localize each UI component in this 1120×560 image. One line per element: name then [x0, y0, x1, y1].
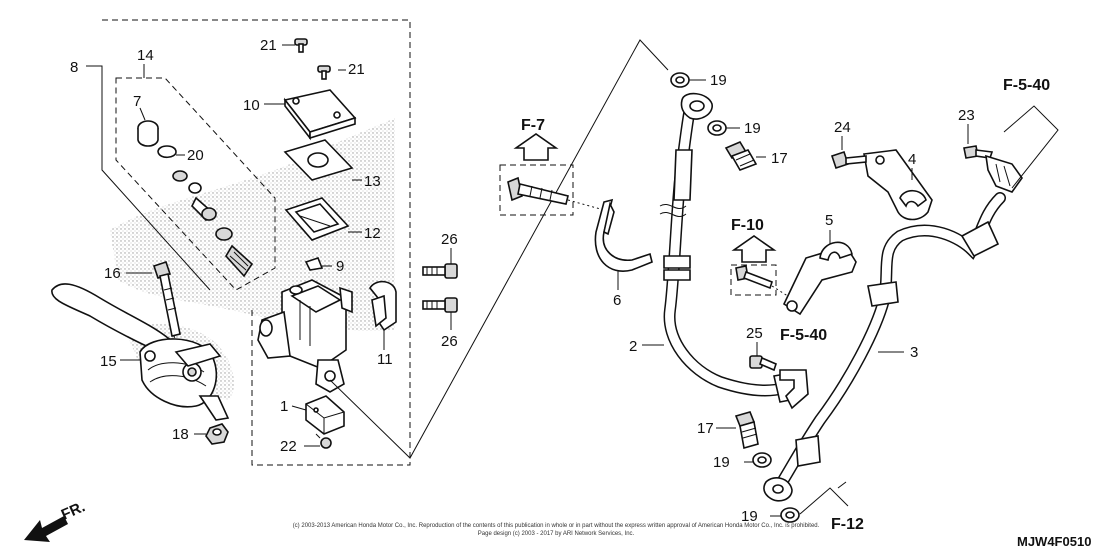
ref-arrow-f10	[731, 235, 777, 263]
callout-26-upper: 26	[441, 231, 458, 248]
callout-15: 15	[100, 353, 117, 370]
bolt-25	[749, 355, 777, 372]
bolt-f7	[507, 176, 569, 205]
ref-label-f540-top: F-5-40	[1003, 77, 1050, 94]
callout-4: 4	[908, 151, 916, 168]
callout-19-top: 19	[710, 72, 727, 89]
circlip-20	[157, 145, 177, 159]
ref-box-f10	[730, 264, 777, 296]
callout-5: 5	[825, 212, 833, 229]
nut-18	[205, 423, 229, 445]
leader-8	[86, 65, 211, 291]
pivot-bolt-16	[152, 260, 181, 337]
washer-19-bottom	[780, 507, 800, 523]
brake-lever-15	[51, 283, 230, 421]
banjo-bolt-17-upper	[724, 140, 758, 171]
float-9	[304, 257, 324, 271]
washer-19-third	[752, 452, 772, 468]
callout-11: 11	[377, 351, 393, 368]
callout-6: 6	[613, 292, 621, 309]
diagram-code: MJW4F0510	[1017, 534, 1091, 549]
copyright-line-2: Page design (c) 2003 - 2017 by ARI Netwo…	[478, 531, 635, 537]
diaphragm-12	[284, 197, 350, 241]
callout-1: 1	[280, 398, 288, 415]
screw-22	[315, 433, 332, 449]
holder-11	[369, 280, 397, 332]
ref-arrow-f7	[513, 133, 559, 161]
assembly-box-14	[115, 77, 276, 291]
callout-8: 8	[70, 59, 78, 76]
brake-switch-1	[305, 395, 345, 435]
callout-21-top: 21	[260, 37, 277, 54]
callout-18: 18	[172, 426, 189, 443]
master-cylinder-body	[257, 279, 353, 393]
ref-label-f12: F-12	[831, 516, 864, 533]
callout-19-bottom: 19	[741, 508, 758, 525]
ref-line-f12	[799, 487, 849, 515]
front-direction-label: FR.	[59, 498, 88, 523]
callout-26-lower: 26	[441, 333, 458, 350]
callout-3: 3	[910, 344, 918, 361]
callout-10: 10	[243, 97, 260, 114]
callout-22: 22	[280, 438, 297, 455]
bolt-24	[830, 150, 867, 170]
brake-hose-3	[763, 192, 1006, 502]
callout-19-third: 19	[713, 454, 730, 471]
callout-13: 13	[364, 173, 381, 190]
ref-box-f7	[499, 164, 574, 216]
ref-label-f540-mid: F-5-40	[780, 327, 827, 344]
bracket-5	[782, 241, 857, 316]
callout-7: 7	[133, 93, 141, 110]
bolt-26-lower	[422, 297, 458, 313]
callout-24: 24	[834, 119, 851, 136]
callout-17-lower: 17	[697, 420, 714, 437]
bolt-f10	[735, 265, 774, 290]
leader-assembly-to-f7	[329, 39, 669, 459]
ref-label-f10: F-10	[731, 217, 764, 234]
callout-17-upper: 17	[771, 150, 788, 167]
callout-25: 25	[746, 325, 763, 342]
callout-20: 20	[187, 147, 204, 164]
reservoir-cover-10	[283, 89, 357, 141]
diaphragm-plate-13	[283, 139, 354, 181]
callout-9: 9	[336, 258, 344, 275]
callout-2: 2	[629, 338, 637, 355]
washer-19-top	[670, 72, 690, 88]
mount-bracket	[779, 369, 809, 410]
cap-7	[137, 120, 159, 147]
callout-16: 16	[104, 265, 121, 282]
bracket-4	[863, 149, 933, 221]
copyright-line-1: (c) 2003-2013 American Honda Motor Co., …	[293, 523, 820, 529]
callout-23: 23	[958, 107, 975, 124]
callout-19-second: 19	[744, 120, 761, 137]
front-direction-arrow-icon	[24, 516, 68, 542]
callout-14: 14	[137, 47, 154, 64]
hose-clamp	[985, 154, 1023, 193]
screw-21-lower	[317, 65, 331, 80]
callout-12: 12	[364, 225, 381, 242]
ref-label-f7: F-7	[521, 117, 545, 134]
bolt-26-upper	[422, 263, 458, 279]
banjo-bolt-17-lower	[734, 411, 759, 450]
piston-assembly	[172, 170, 254, 278]
assembly-box-8	[102, 19, 411, 466]
screw-21-top	[294, 38, 308, 53]
washer-19-second	[707, 120, 727, 136]
ref-line-f540-top	[1003, 105, 1059, 189]
brake-hose-2	[659, 92, 801, 403]
bracket-6	[594, 198, 653, 272]
callout-21-lower: 21	[348, 61, 365, 78]
